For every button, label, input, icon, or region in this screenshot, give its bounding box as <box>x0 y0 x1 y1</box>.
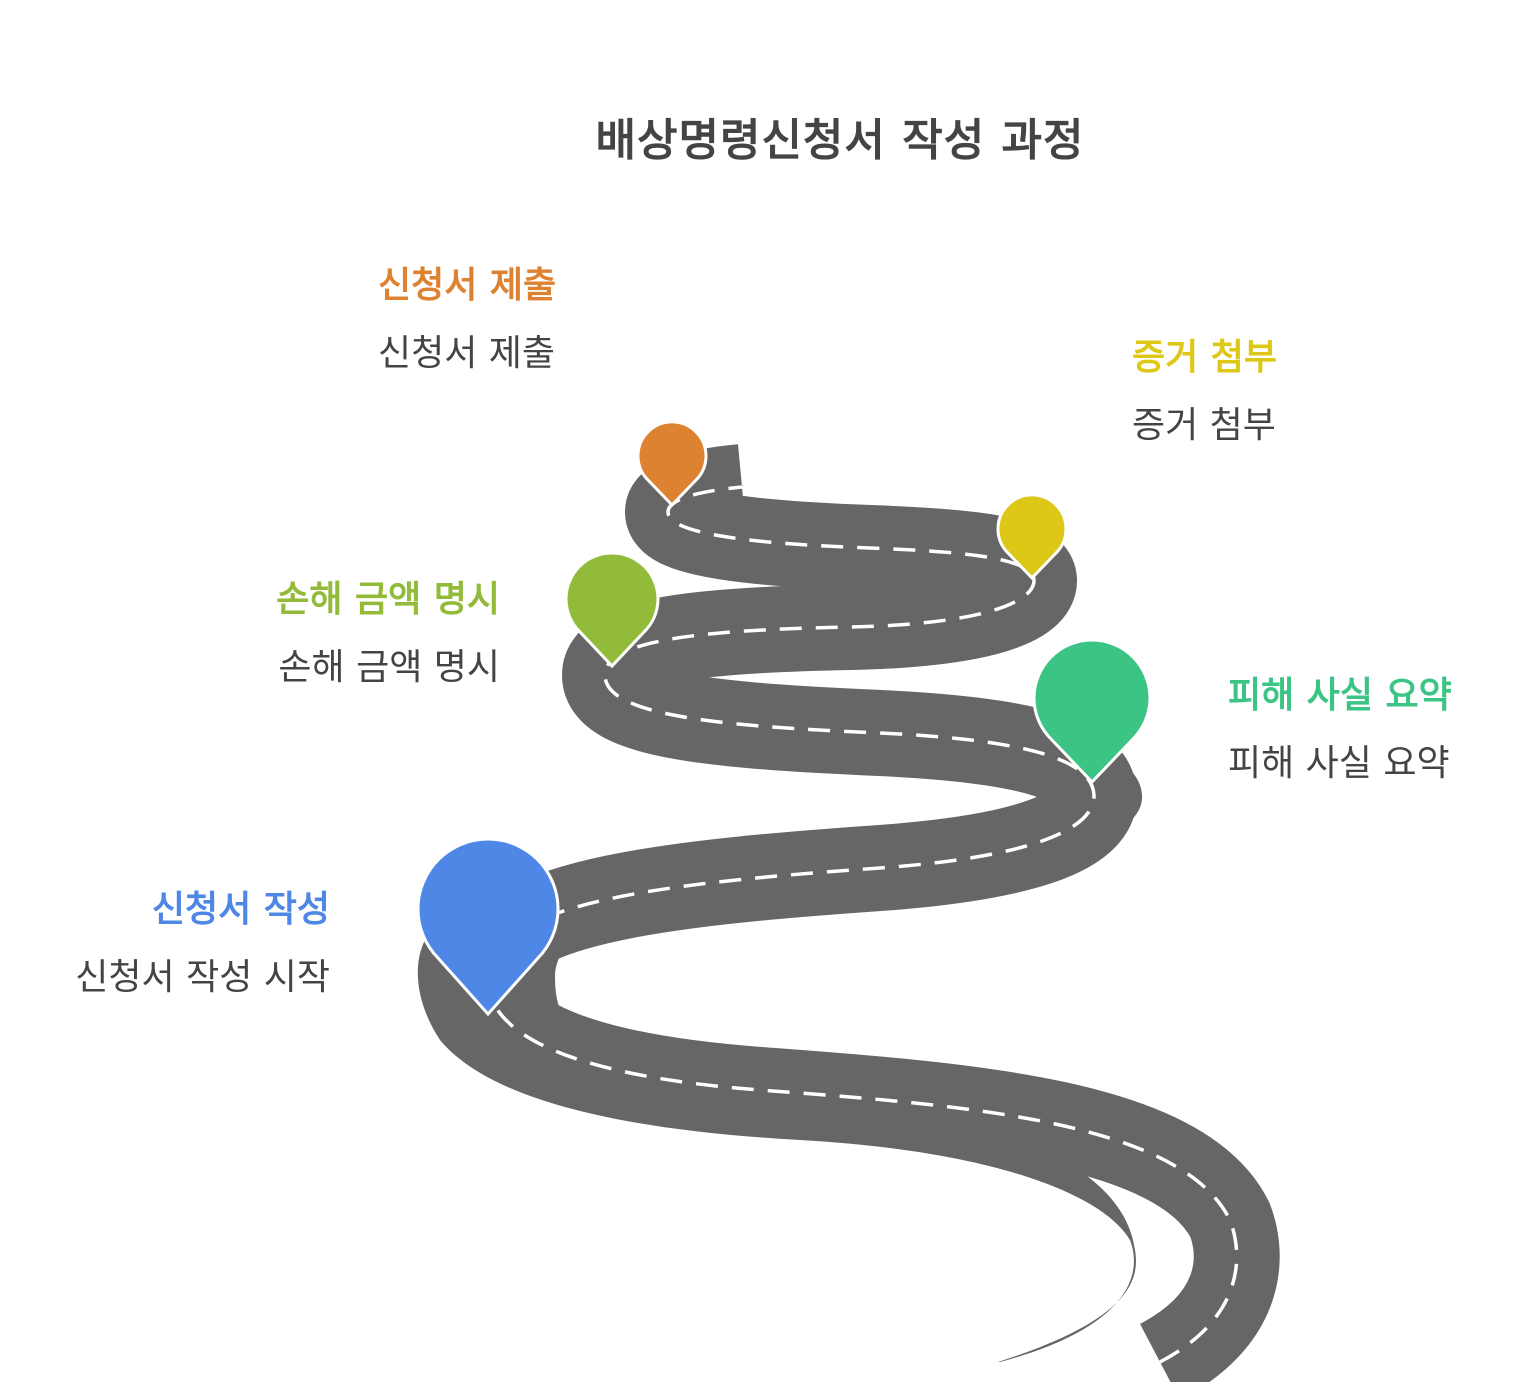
step-heading: 증거 첨부 <box>1132 337 1278 378</box>
step-description: 손해 금액 명시 <box>278 647 500 688</box>
step-heading: 피해 사실 요약 <box>1228 675 1452 716</box>
step-label-5: 신청서 제출 신청서 제출 <box>378 264 678 376</box>
step-label-2: 피해 사실 요약 피해 사실 요약 <box>1228 674 1528 786</box>
map-pin-icon <box>1032 638 1152 785</box>
step-label-3: 손해 금액 명시 손해 금액 명시 <box>80 578 500 690</box>
step-description: 신청서 제출 <box>378 333 556 374</box>
step-label-1: 신청서 작성 신청서 작성 시작 <box>0 888 330 1000</box>
step-heading: 손해 금액 명시 <box>276 579 500 620</box>
pin-step-3 <box>564 551 660 669</box>
step-description: 피해 사실 요약 <box>1228 743 1450 784</box>
map-pin-icon <box>636 420 708 508</box>
lane-marking <box>485 485 1239 1364</box>
pin-step-2 <box>1032 638 1152 785</box>
pin-step-1 <box>416 837 560 1017</box>
step-label-4: 증거 첨부 증거 첨부 <box>1132 336 1432 448</box>
step-description: 증거 첨부 <box>1132 405 1276 446</box>
map-pin-icon <box>416 837 560 1017</box>
diagram-title: 배상명령신청서 작성 과정 <box>595 115 1085 166</box>
pin-step-5 <box>636 420 708 508</box>
step-description: 신청서 작성 시작 <box>75 957 330 998</box>
map-pin-icon <box>564 551 660 669</box>
step-heading: 신청서 제출 <box>378 265 557 306</box>
pin-step-4 <box>996 493 1068 581</box>
step-heading: 신청서 작성 <box>151 889 330 930</box>
map-pin-icon <box>996 493 1068 581</box>
